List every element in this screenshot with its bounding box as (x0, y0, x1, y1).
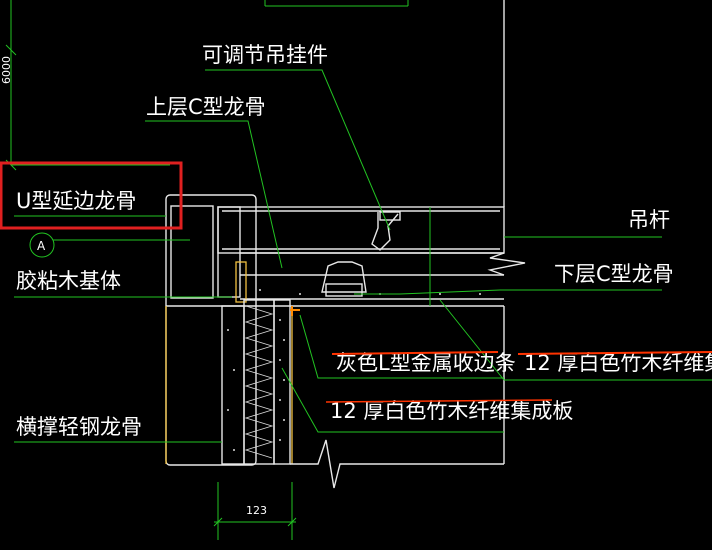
axis-circle (29, 232, 55, 258)
break-line (290, 439, 504, 489)
label-upper-c-keel: 上层C型龙骨 (146, 95, 266, 119)
dimension-tick (287, 517, 297, 527)
u-edge-keel-outline (165, 194, 257, 466)
label-board-right: 12 厚白色竹木纤维集成 (524, 351, 712, 375)
label-glued-wood-base: 胶粘木基体 (16, 269, 121, 293)
label-board: 12 厚白色竹木纤维集成板 (330, 399, 573, 423)
wall-layer-1 (221, 305, 245, 465)
strike-l-trim (331, 351, 499, 355)
highlight-box[interactable] (0, 161, 183, 230)
u-edge-keel-inner (170, 205, 214, 299)
lower-keel-clip (325, 283, 363, 297)
label-adjustable-hanger: 可调节吊挂件 (202, 43, 328, 67)
dimension-tick (5, 44, 17, 56)
leader-lower-keel (354, 289, 662, 295)
vertical-dimension: 6000 (0, 56, 13, 84)
dimension-tick (213, 517, 223, 527)
lower-c-keel-profile (321, 261, 367, 293)
bottom-dimension: 123 (246, 504, 267, 517)
leader-hanger (205, 69, 391, 231)
wall-layer-2 (273, 299, 291, 465)
label-grey-l-trim: 灰色L型金属收边条 (336, 351, 516, 375)
label-cross-brace-keel: 横撑轻钢龙骨 (16, 415, 142, 439)
leader-board-right-diag (439, 299, 505, 381)
leader-upper-keel (145, 120, 283, 269)
hanger-clip-top (379, 211, 401, 221)
l-trim-mark (290, 306, 300, 316)
label-rod: 吊杆 (628, 208, 670, 232)
leader-board (281, 367, 504, 433)
axis-label: A (37, 239, 46, 253)
leader-l-trim (299, 314, 504, 379)
upper-c-keel-section (217, 206, 505, 254)
insulation-hatch (244, 305, 274, 459)
label-lower-c-keel: 下层C型龙骨 (554, 262, 674, 286)
edge-block (217, 206, 241, 298)
wood-base-strip (235, 261, 247, 303)
break-symbol (487, 252, 526, 276)
label-u-edge-keel: U型延边龙骨 (16, 189, 136, 213)
strike-board-right (517, 351, 712, 355)
strike-board (325, 399, 553, 403)
